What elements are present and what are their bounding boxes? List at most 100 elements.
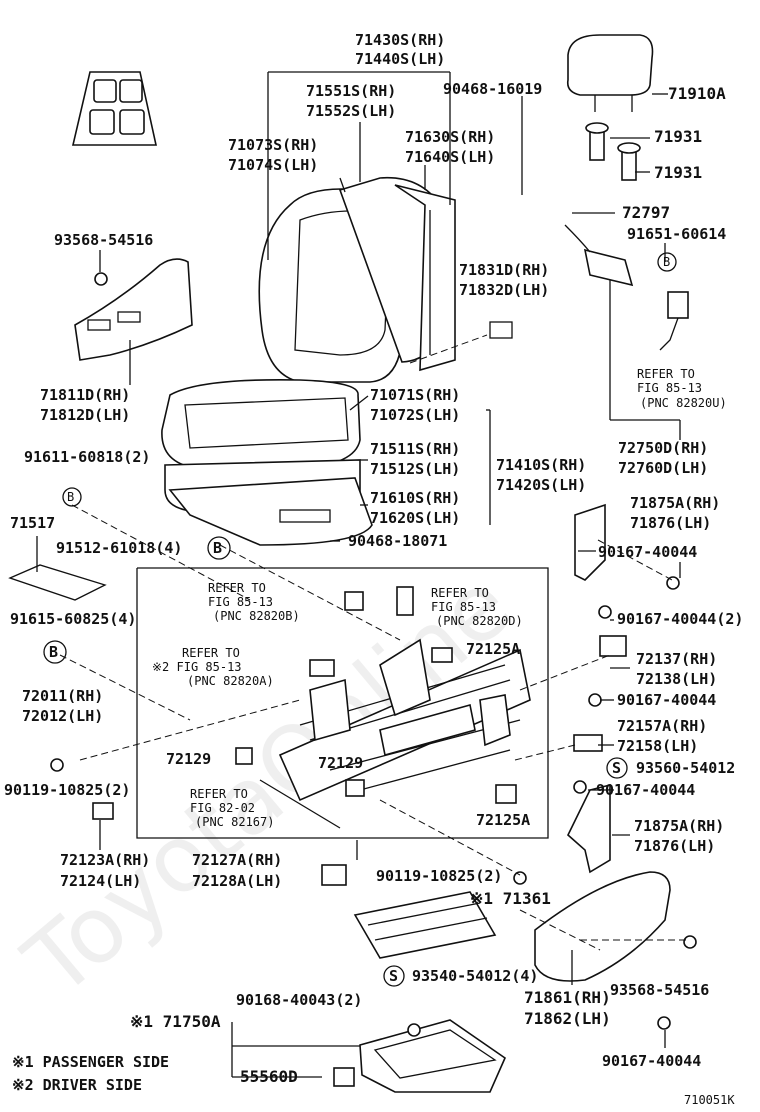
label-93560-54012: 93560-54012: [636, 759, 735, 777]
legend-driver-side: ※2 DRIVER SIDE: [12, 1076, 142, 1094]
label-72125a-lower: 72125A: [476, 811, 530, 829]
cover-72129-left-icon: [235, 747, 253, 765]
dashed-lines: [59, 334, 690, 951]
refer-to-85-13-d-line2: FIG 85-13: [431, 600, 496, 614]
label-93540-54012: 93540-54012(4): [412, 967, 538, 985]
label-72138: 72138(LH): [636, 670, 717, 688]
label-90119-10825-right: 90119-10825(2): [376, 867, 502, 885]
label-90119-10825-left: 90119-10825(2): [4, 781, 130, 799]
ref-s-letter-bottom: S: [389, 967, 398, 985]
label-90167-40044-e: 90167-40044: [602, 1052, 701, 1070]
label-71876-lower: 71876(LH): [634, 837, 715, 855]
label-71831d: 71831D(RH): [459, 261, 549, 279]
label-72129-left: 72129: [166, 750, 211, 768]
label-71811d: 71811D(RH): [40, 386, 130, 404]
label-72127a: 72127A(RH): [192, 851, 282, 869]
ref-s-marker-right: [606, 757, 628, 779]
clip-82820d-icon: [396, 586, 414, 616]
label-72012: 72012(LH): [22, 707, 103, 725]
label-71074s: 71074S(LH): [228, 156, 318, 174]
label-71511s: 71511S(RH): [370, 440, 460, 458]
seatback-drawing: [258, 176, 456, 383]
bolt-90167-e-icon: [657, 1016, 671, 1030]
refer-to-85-13-a-line1: REFER TO: [182, 646, 240, 660]
bolt-90119-right-icon: [513, 871, 527, 885]
label-72124: 72124(LH): [60, 872, 141, 890]
seat-cushion-drawing: [161, 378, 373, 546]
bolt-90168-icon: [407, 1023, 421, 1037]
label-72157a: 72157A(RH): [617, 717, 707, 735]
plate-71517-drawing: [8, 564, 107, 601]
refer-to-82-02-line3: (PNC 82167): [195, 815, 274, 829]
refer-to-82-02-line2: FIG 82-02: [190, 801, 255, 815]
bolt-90167-d-icon: [573, 780, 587, 794]
label-72125a-upper: 72125A: [466, 640, 520, 658]
screw-93568-right-icon: [683, 935, 697, 949]
label-91615-60825: 91615-60825(4): [10, 610, 136, 628]
label-90168-40043: 90168-40043(2): [236, 991, 362, 1009]
belt-cover-72750d-drawing: [564, 224, 689, 351]
refer-to-85-13-d-line3: (PNC 82820D): [436, 614, 523, 628]
headrest-drawing: [566, 34, 654, 181]
label-93568-54516-left: 93568-54516: [54, 231, 153, 249]
label-72158: 72158(LH): [617, 737, 698, 755]
label-93568-54516-right: 93568-54516: [610, 981, 709, 999]
refer-to-85-13-u-line1: REFER TO: [637, 367, 695, 381]
cable-82167-icon: [259, 779, 341, 829]
ref-b-marker-top: [657, 252, 677, 272]
seat-pan-71361-drawing: [353, 891, 497, 959]
refer-to-85-13-d-line1: REFER TO: [431, 586, 489, 600]
label-71072s: 71072S(LH): [370, 406, 460, 424]
label-72129-right: 72129: [318, 754, 363, 772]
ref-s-letter-right: S: [612, 759, 621, 777]
bracket-72157a-icon: [573, 734, 603, 752]
refer-to-85-13-a-line2: ※2 FIG 85-13: [152, 660, 242, 674]
label-72011: 72011(RH): [22, 687, 103, 705]
ref-b-letter-top: B: [663, 255, 670, 269]
ref-b-letter-low: B: [49, 643, 58, 661]
side-trim-left-drawing: [74, 258, 193, 361]
label-71552s: 71552S(LH): [306, 102, 396, 120]
label-71640s: 71640S(LH): [405, 148, 495, 166]
label-71071s: 71071S(RH): [370, 386, 460, 404]
label-72760d: 72760D(LH): [618, 459, 708, 477]
hook-55560d-icon: [333, 1067, 355, 1087]
label-71876-upper: 71876(LH): [630, 514, 711, 532]
label-71430s: 71430S(RH): [355, 31, 445, 49]
label-71517: 71517: [10, 514, 55, 532]
refer-to-85-13-a-line3: (PNC 82820A): [187, 674, 274, 688]
label-91512-61018: 91512-61018(4): [56, 539, 182, 557]
label-72797: 72797: [622, 203, 670, 222]
bolt-90167-c-icon: [588, 693, 602, 707]
label-71750a: ※1 71750A: [130, 1012, 221, 1031]
ref-s-marker-bottom: [383, 965, 405, 987]
bracket-72137-icon: [599, 635, 627, 657]
label-71410s: 71410S(RH): [496, 456, 586, 474]
label-71931-b: 71931: [654, 163, 702, 182]
cover-72129-right-icon: [345, 779, 365, 797]
leader-lines: [36, 71, 681, 1078]
ref-b-marker-mid: [207, 536, 231, 560]
screw-93568-left-icon: [94, 272, 108, 286]
legend-passenger-side: ※1 PASSENGER SIDE: [12, 1053, 169, 1071]
bracket-72127a-icon: [321, 864, 347, 886]
label-71440s: 71440S(LH): [355, 50, 445, 68]
label-72137: 72137(RH): [636, 650, 717, 668]
label-90468-18071: 90468-18071: [348, 532, 447, 550]
label-90167-40044-b: 90167-40044(2): [617, 610, 743, 628]
label-71620s: 71620S(LH): [370, 509, 460, 527]
label-71931-a: 71931: [654, 127, 702, 146]
clip-82820a-icon: [309, 659, 335, 677]
label-71812d: 71812D(LH): [40, 406, 130, 424]
label-71630s: 71630S(RH): [405, 128, 495, 146]
label-55560d: 55560D: [240, 1067, 298, 1086]
cover-72125a-lower-icon: [495, 784, 517, 804]
shield-71875a-upper-drawing: [574, 503, 606, 581]
label-71910a: 71910A: [668, 84, 726, 103]
bracket-72123a-icon: [92, 802, 114, 820]
label-90167-40044-a: 90167-40044: [598, 543, 697, 561]
frame-group-box: [136, 567, 549, 839]
ref-b-marker-low: [43, 640, 67, 664]
ref-b-letter-left: B: [67, 490, 74, 504]
